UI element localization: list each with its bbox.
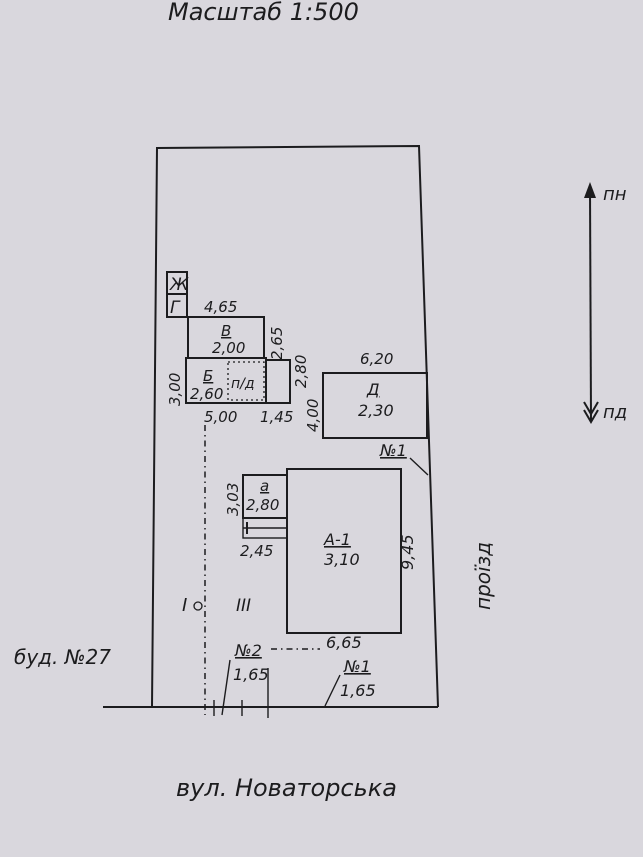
building-a1-bottom: 6,65	[326, 633, 362, 652]
building-extension-side: 2,80	[292, 355, 310, 388]
building-v-side: 2,65	[268, 327, 286, 360]
building-extension: 2,80 1,45	[260, 355, 310, 426]
building-v-letter: В	[221, 322, 231, 340]
compass-north-label: пн	[603, 184, 627, 205]
gate-n2-value: 1,65	[233, 665, 269, 684]
compass-south-label: пд	[603, 402, 627, 423]
building-a-bottom: 2,45	[240, 542, 273, 560]
compass-south-feather	[583, 401, 599, 424]
building-v-top-width: 4,65	[204, 298, 237, 316]
building-a-side: 3,03	[224, 483, 242, 516]
svg-text:Г: Г	[170, 298, 181, 318]
compass-north-arrow	[584, 182, 596, 198]
building-b-pd-box	[227, 361, 265, 401]
building-b-bottom: 5,00	[204, 408, 237, 426]
building-d-side: 4,00	[304, 399, 322, 432]
svg-text:Ж: Ж	[169, 275, 189, 295]
building-b-letter: Б	[203, 367, 213, 385]
compass: пн пд	[583, 182, 627, 424]
building-extension-bottom: 1,45	[260, 408, 293, 426]
building-v: 4,65 В 2,00 2,65	[187, 298, 286, 360]
gate-n1: №1 1,65	[324, 657, 376, 707]
building-a1-height: 3,10	[324, 550, 360, 569]
scale-title: Масштаб 1:500	[168, 0, 359, 26]
building-a1: А-1 3,10 9,45 6,65	[286, 468, 417, 652]
passage-label: проїзд	[471, 542, 495, 610]
building-g: Г	[166, 293, 188, 318]
svg-text:№1: №1	[379, 441, 407, 460]
division-line	[204, 425, 320, 715]
building-a1-letter: А-1	[323, 530, 351, 549]
gate-n2: №2 1,65	[213, 641, 269, 718]
zone-three: III	[236, 596, 251, 616]
zone-one: I	[182, 595, 187, 616]
gate-n1-number: №1	[343, 657, 371, 676]
gate-n1-value: 1,65	[340, 681, 376, 700]
gate-n1-top: №1	[379, 441, 429, 476]
building-a-letter: а	[260, 477, 269, 495]
neighbor-label: буд. №27	[14, 645, 111, 669]
plot-boundary	[103, 144, 439, 708]
building-zh: Ж	[166, 271, 189, 295]
building-d-height: 2,30	[358, 401, 394, 420]
building-d-letter: Д	[366, 380, 380, 399]
building-b-pd: п/д	[231, 376, 255, 392]
building-a: а 2,80 3,03 2,45	[224, 474, 288, 560]
building-a1-side: 9,45	[398, 534, 417, 570]
building-a-height: 2,80	[246, 496, 279, 514]
building-b-side: 3,00	[166, 373, 184, 406]
street-label: вул. Новаторська	[176, 774, 397, 802]
zone-one-marker	[193, 601, 203, 611]
building-d: 6,20 Д 2,30 4,00	[304, 350, 428, 439]
gate-n2-number: №2	[234, 641, 262, 660]
building-b: п/д Б 2,60 3,00 5,00	[166, 357, 267, 426]
building-v-height: 2,00	[212, 339, 245, 357]
building-b-height: 2,60	[190, 385, 223, 403]
building-d-top: 6,20	[360, 350, 393, 368]
